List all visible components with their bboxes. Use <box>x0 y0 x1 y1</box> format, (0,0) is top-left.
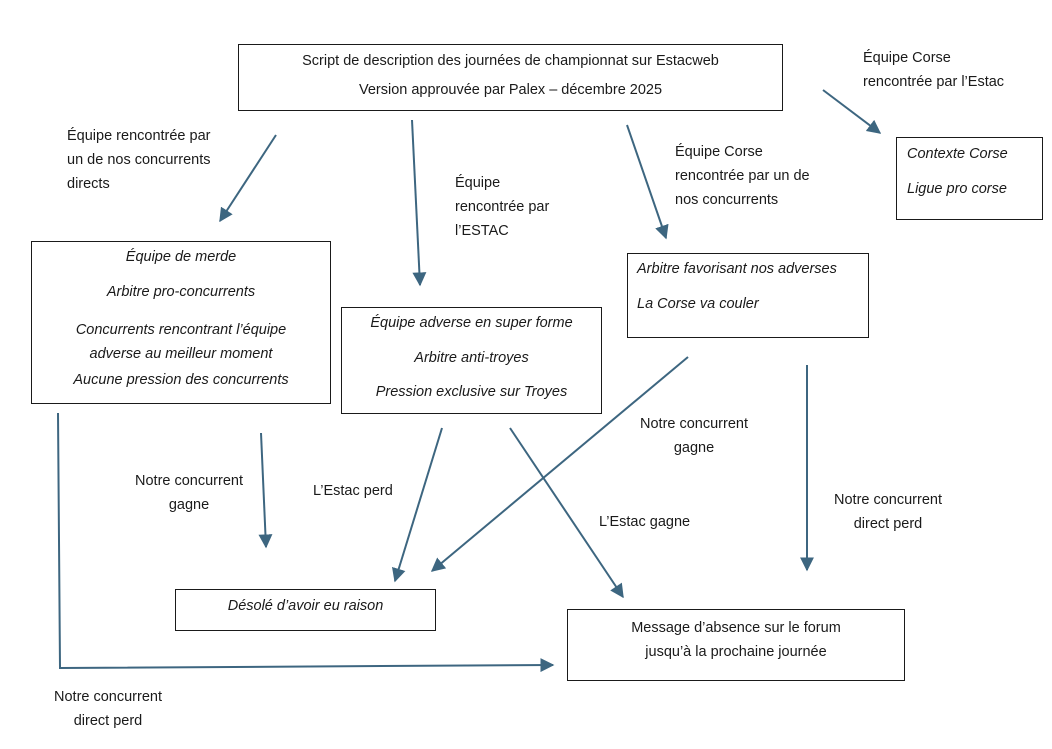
competitor-opponent-item: Arbitre pro-concurrents <box>106 283 256 300</box>
corsican-estac-box: Contexte Corse Ligue pro corse <box>896 137 1043 220</box>
corsican-competitor-item: La Corse va couler <box>637 295 759 312</box>
absence-box: Message d’absence sur le forum jusqu’à l… <box>567 609 905 681</box>
label-team-met-by-competitor: Équipe rencontrée par un de nos concurre… <box>67 128 211 192</box>
corsican-competitor-item: Arbitre favorisant nos adverses <box>637 261 837 277</box>
label-estac-loses: L’Estac perd <box>313 483 393 499</box>
label-direct-competitor-loses-right: Notre concurrent direct perd <box>834 492 942 532</box>
arrow-title-to-competitor-box <box>219 134 277 223</box>
arrow-competitor-loses-to-absence <box>57 412 555 673</box>
arrow-estac-loses-to-sorry <box>392 427 443 583</box>
absence-text: Message d’absence sur le forum jusqu’à l… <box>631 620 841 660</box>
arrow-title-to-estac-box <box>411 119 427 287</box>
arrow-competitor-wins-to-sorry <box>258 432 273 549</box>
corsican-estac-item: Contexte Corse <box>907 146 1008 162</box>
arrow-estac-wins-to-absence <box>509 427 624 599</box>
title-box: Script de description des journées de ch… <box>238 44 783 111</box>
arrow-title-to-corsican-estac-box <box>822 89 882 134</box>
title-line-2: Version approuvée par Palex – décembre 2… <box>358 81 663 98</box>
estac-opponent-item: Équipe adverse en super forme <box>370 315 573 331</box>
estac-opponent-item: Arbitre anti-troyes <box>414 349 529 366</box>
label-direct-competitor-loses-bottom: Notre concurrent direct perd <box>54 689 162 729</box>
label-corsican-team-met-by-estac: Équipe Corse rencontrée par l’Estac <box>863 50 1005 90</box>
label-corsican-team-met-by-competitor: Équipe Corse rencontrée par un de nos co… <box>675 144 810 208</box>
sorry-text: Désolé d’avoir eu raison <box>227 598 384 614</box>
label-competitor-wins-left: Notre concurrent gagne <box>135 473 243 513</box>
arrow-corsican-competitor-wins-to-sorry <box>430 356 689 572</box>
corsican-competitor-box: Arbitre favorisant nos adverses La Corse… <box>627 253 869 338</box>
estac-opponent-item: Pression exclusive sur Troyes <box>375 384 568 401</box>
competitor-opponent-item: Concurrents rencontrant l’équipe adverse… <box>75 322 287 363</box>
estac-opponent-box: Équipe adverse en super forme Arbitre an… <box>341 307 602 414</box>
corsican-estac-item: Ligue pro corse <box>907 180 1007 197</box>
label-estac-wins: L’Estac gagne <box>599 514 691 530</box>
competitor-opponent-box: Équipe de merde Arbitre pro-concurrents … <box>31 241 331 404</box>
competitor-opponent-item: Équipe de merde <box>125 249 237 265</box>
title-line-1: Script de description des journées de ch… <box>302 53 719 69</box>
label-team-met-by-estac: Équipe rencontrée par l’ESTAC <box>455 175 550 239</box>
competitor-opponent-item: Aucune pression des concurrents <box>73 372 289 389</box>
arrow-title-to-corsican-competitor-box <box>626 124 669 240</box>
sorry-box: Désolé d’avoir eu raison <box>175 589 436 631</box>
label-competitor-wins-right: Notre concurrent gagne <box>640 416 748 456</box>
